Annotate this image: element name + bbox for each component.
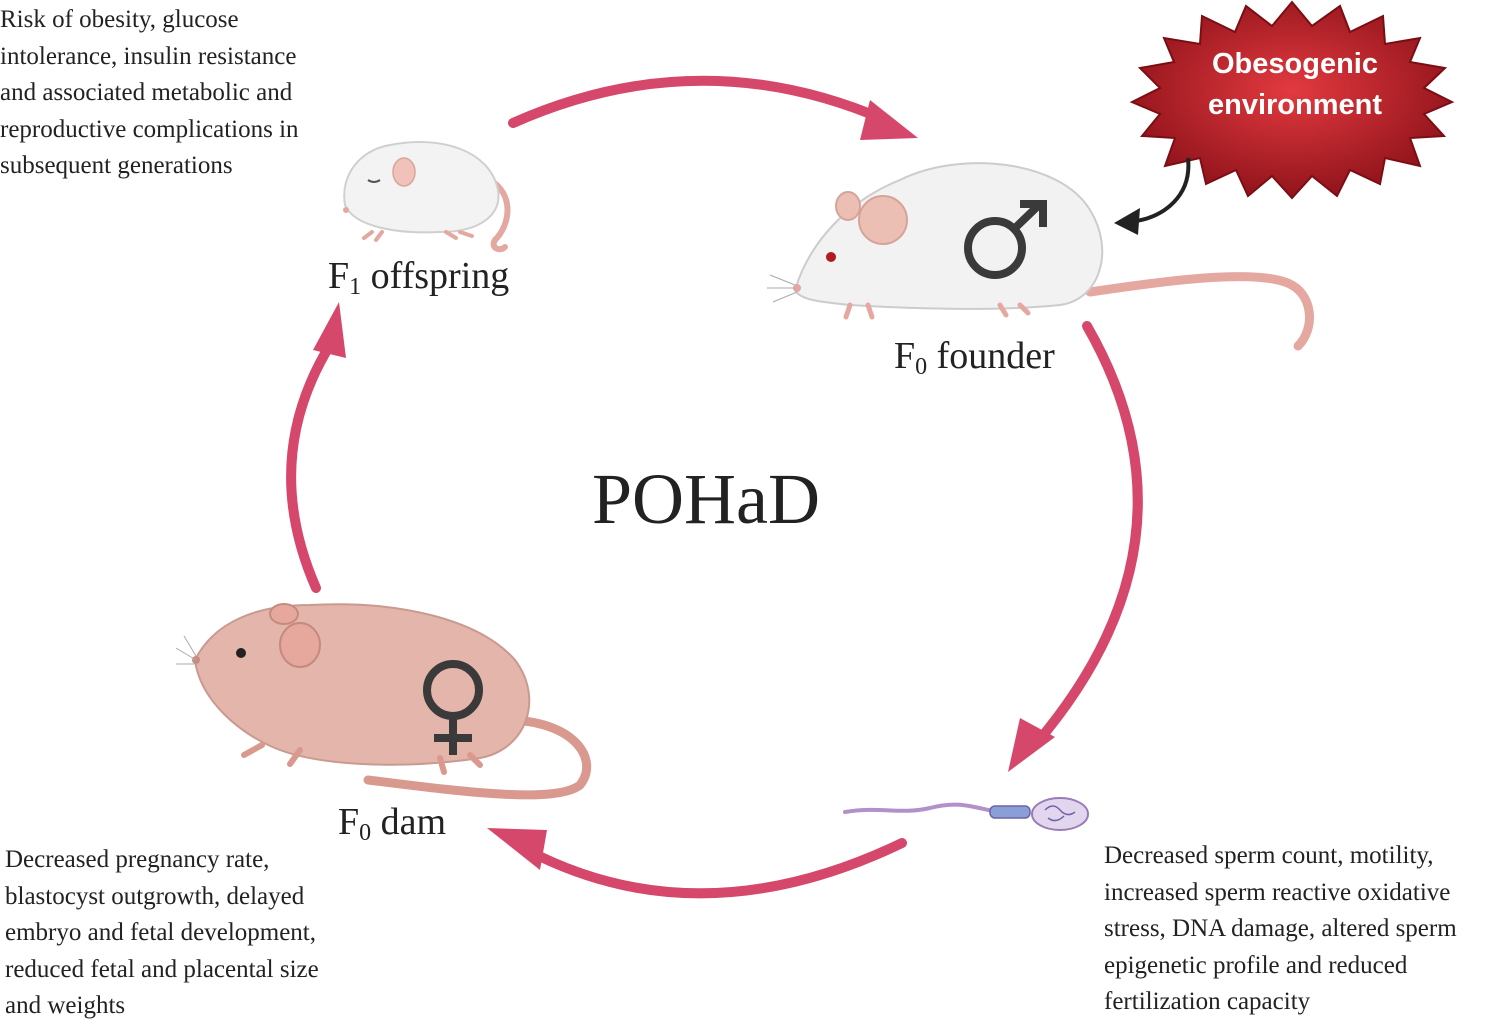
obesogenic-environment-burst [1129, 0, 1455, 200]
note-line: blastocyst outgrowth, delayed [5, 882, 305, 910]
female-symbol-icon [423, 660, 483, 755]
note-line: Decreased sperm count, motility, [1104, 842, 1434, 869]
environment-arrow [1114, 157, 1191, 235]
dam-note: Decreased pregnancy rate, blastocyst out… [5, 842, 319, 1025]
note-line: and associated metabolic and [0, 79, 293, 106]
note-line: epigenetic profile and reduced [1104, 951, 1408, 979]
note-line: reduced fetal and placental size [5, 955, 319, 983]
note-line: intolerance, insulin resistance [0, 42, 297, 70]
f0-founder-label: F0 founder [894, 335, 1055, 380]
cycle-arrow-left [286, 302, 346, 593]
sperm-illustration [843, 797, 1089, 831]
note-line: stress, DNA damage, altered sperm [1104, 915, 1457, 942]
note-line: Risk of obesity, glucose [0, 6, 239, 33]
offspring-pup-illustration [343, 141, 511, 253]
cycle-arrow-right [1008, 321, 1143, 772]
obesogenic-environment-label: Obesogenic environment [1180, 44, 1410, 126]
founder-mouse-illustration [767, 162, 1314, 351]
note-line: Decreased pregnancy rate, [5, 846, 270, 873]
center-title: POHaD [592, 459, 820, 539]
note-line: and weights [5, 992, 126, 1019]
environment-line2: environment [1207, 89, 1383, 121]
note-line: increased sperm reactive oxidative [1104, 878, 1451, 906]
environment-line1: Obesogenic [1212, 48, 1378, 80]
f0-dam-label: F0 dam [338, 801, 447, 846]
note-line: fertilization capacity [1104, 988, 1311, 1015]
f1-offspring-label: F1 offspring [328, 255, 510, 300]
dam-mouse-illustration [175, 603, 592, 800]
note-line: embryo and fetal development, [5, 919, 316, 946]
cycle-arrow-bottom [487, 828, 907, 899]
note-line: reproductive complications in [0, 115, 299, 143]
cycle-arrow-top [508, 75, 918, 140]
sperm-note: Decreased sperm count, motility, increas… [1104, 838, 1457, 1021]
male-symbol-icon [964, 200, 1047, 279]
offspring-note: Risk of obesity, glucose intolerance, in… [0, 2, 299, 185]
note-line: subsequent generations [0, 152, 233, 179]
